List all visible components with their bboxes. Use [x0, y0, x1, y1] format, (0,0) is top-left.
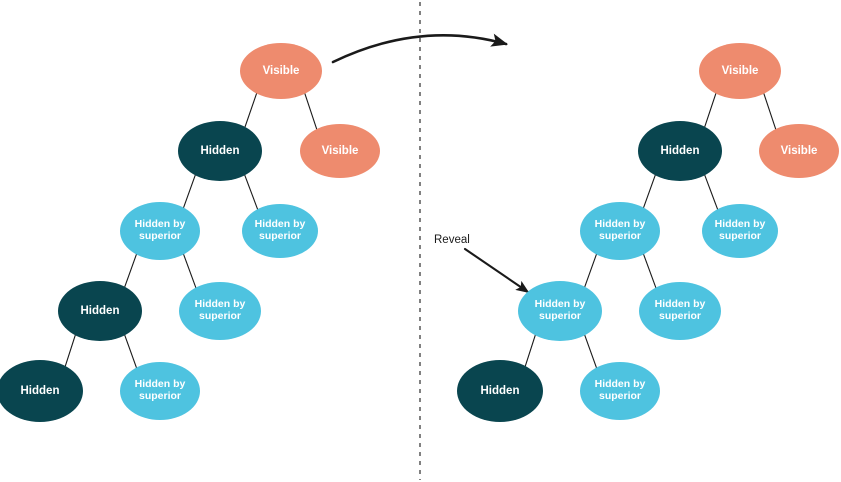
tree-node-label: Hidden by superior — [654, 298, 706, 322]
tree-edge — [524, 334, 537, 368]
tree-node-hidden[interactable]: Hidden — [178, 121, 262, 181]
tree-edge — [243, 174, 259, 211]
tree-node-hidden[interactable]: Hidden — [638, 121, 722, 181]
tree-node-label: Hidden — [200, 144, 240, 157]
tree-node-label: Visible — [321, 144, 359, 157]
tree-node-hidden[interactable]: Hidden — [58, 281, 142, 341]
reveal-arrow-icon — [463, 247, 530, 294]
tree-node-label: Hidden by superior — [594, 378, 646, 402]
tree-edge — [182, 253, 197, 289]
tree-node-label: Visible — [780, 144, 818, 157]
tree-node-label: Hidden by superior — [134, 218, 186, 242]
tree-node-hidden-by-superior[interactable]: Hidden by superior — [518, 281, 602, 341]
tree-edge — [123, 253, 138, 288]
tree-node-label: Hidden by superior — [254, 218, 306, 242]
tree-node-visible[interactable]: Visible — [759, 124, 839, 178]
tree-node-hidden-by-superior[interactable]: Hidden by superior — [580, 202, 660, 260]
tree-edge — [583, 334, 598, 369]
reveal-annotation-label: Reveal — [434, 234, 470, 246]
tree-node-label: Hidden — [80, 304, 120, 317]
tree-node-hidden-by-superior[interactable]: Hidden by superior — [120, 202, 200, 260]
tree-node-hidden[interactable]: Hidden — [0, 360, 83, 422]
tree-node-hidden-by-superior[interactable]: Hidden by superior — [702, 204, 778, 258]
tree-node-label: Hidden by superior — [714, 218, 766, 242]
tree-node-visible[interactable]: Visible — [300, 124, 380, 178]
tree-node-label: Hidden — [20, 384, 60, 397]
tree-node-label: Visible — [262, 64, 300, 77]
tree-edge — [244, 92, 258, 129]
tree-edge — [763, 92, 777, 131]
tree-edge — [703, 174, 719, 211]
tree-node-hidden-by-superior[interactable]: Hidden by superior — [639, 282, 721, 340]
tree-edges — [64, 92, 777, 369]
tree-edge — [642, 253, 657, 289]
tree-edge — [703, 92, 717, 128]
transform-arrow-icon — [331, 33, 509, 64]
tree-node-visible[interactable]: Visible — [699, 43, 781, 99]
tree-node-label: Visible — [721, 64, 759, 77]
tree-edge — [642, 174, 657, 209]
tree-node-label: Hidden — [660, 144, 700, 157]
tree-node-label: Hidden — [480, 384, 520, 397]
tree-node-label: Hidden by superior — [594, 218, 646, 242]
tree-node-hidden-by-superior[interactable]: Hidden by superior — [120, 362, 200, 420]
tree-node-label: Hidden by superior — [134, 378, 186, 402]
tree-edge — [583, 253, 598, 288]
tree-edge — [304, 92, 318, 131]
tree-node-hidden[interactable]: Hidden — [457, 360, 543, 422]
tree-node-label: Hidden by superior — [534, 298, 586, 322]
tree-node-hidden-by-superior[interactable]: Hidden by superior — [580, 362, 660, 420]
tree-edge — [182, 174, 197, 209]
tree-edge — [64, 334, 77, 368]
tree-node-hidden-by-superior[interactable]: Hidden by superior — [242, 204, 318, 258]
tree-node-hidden-by-superior[interactable]: Hidden by superior — [179, 282, 261, 340]
tree-node-label: Hidden by superior — [194, 298, 246, 322]
tree-edge — [123, 334, 138, 369]
tree-node-visible[interactable]: Visible — [240, 43, 322, 99]
